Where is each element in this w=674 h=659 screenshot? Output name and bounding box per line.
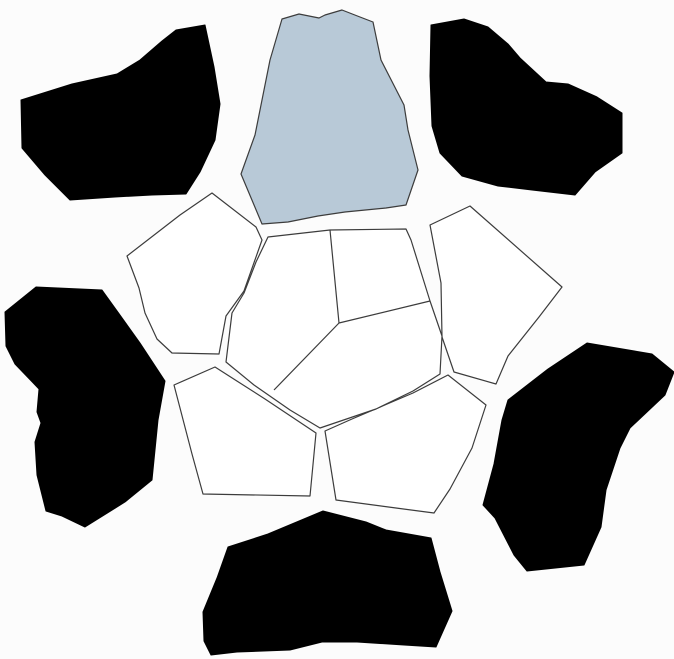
upper-right-pentagon[interactable]: [430, 206, 562, 384]
middle-left-piece[interactable]: [5, 287, 165, 527]
top-center-piece[interactable]: [241, 10, 418, 224]
middle-right-piece[interactable]: [483, 343, 674, 571]
top-right-piece[interactable]: [430, 19, 622, 195]
top-left-piece[interactable]: [21, 25, 220, 200]
bottom-center-piece[interactable]: [203, 511, 452, 655]
